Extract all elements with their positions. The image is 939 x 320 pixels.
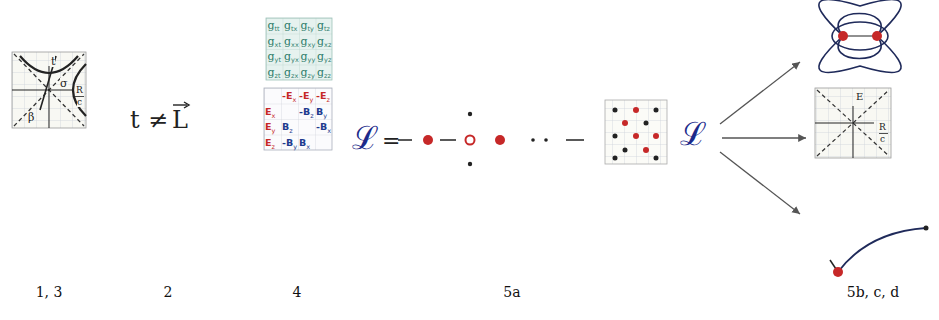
axis-label: σ [60, 78, 68, 89]
axis-label: E [856, 92, 863, 102]
figure-caption: 5a [503, 285, 520, 299]
index-subscript: y [323, 113, 327, 120]
field-component: E [265, 122, 272, 132]
index-subscript: x [327, 128, 331, 135]
metric-component: g [268, 36, 275, 47]
field-component: B [282, 122, 289, 132]
figure-caption: 4 [293, 285, 302, 299]
field-component: -E [316, 91, 326, 101]
branch-arrows [720, 62, 806, 214]
lightcone-panel [815, 88, 891, 158]
index-subscript: yx [291, 57, 299, 64]
index-subscript: tx [291, 26, 297, 33]
index-subscript: z [289, 128, 292, 135]
figure-caption: 2 [164, 285, 173, 299]
index-subscript: z [272, 144, 275, 151]
metric-component: g [301, 36, 308, 47]
metric-component: g [268, 67, 275, 78]
symbol: L [172, 108, 188, 132]
field-component: -E [282, 91, 292, 101]
metric-component: g [284, 51, 291, 62]
index-subscript: tz [324, 26, 330, 33]
field-component: B [316, 107, 323, 117]
figure-caption: 1, 3 [36, 285, 63, 299]
symbol: t [130, 108, 140, 132]
index-subscript: x [292, 97, 296, 104]
metric-component: g [317, 67, 324, 78]
index-subscript: yy [308, 57, 316, 64]
metric-component: g [317, 51, 324, 62]
index-subscript: zy [308, 73, 315, 80]
index-subscript: xt [275, 42, 281, 49]
index-subscript: zz [324, 73, 331, 80]
index-subscript: zt [275, 73, 281, 80]
index-subscript: yt [275, 57, 281, 64]
index-subscript: x [272, 113, 276, 120]
index-subscript: yz [324, 57, 331, 64]
metric-component: g [301, 67, 308, 78]
figure-caption: 5b, c, d [847, 285, 899, 299]
axis-label: R [76, 86, 83, 95]
index-subscript: xy [308, 42, 316, 49]
index-subscript: x [306, 144, 310, 151]
dipole-field [819, 0, 901, 72]
metric-component: g [268, 20, 275, 31]
axis-label: c [880, 135, 885, 144]
index-subscript: xx [291, 42, 299, 49]
index-subscript: ty [308, 26, 314, 33]
lattice-chain [398, 100, 667, 166]
field-component: E [265, 107, 272, 117]
metric-component: g [268, 51, 275, 62]
field-component: E [265, 138, 272, 148]
index-subscript: xz [324, 42, 331, 49]
index-subscript: tt [275, 26, 280, 33]
lagrangian-symbol: ℒ [352, 122, 379, 154]
field-component: -B [299, 107, 310, 117]
field-component: -B [316, 122, 327, 132]
spacetime-panel [12, 52, 86, 128]
index-subscript: z [326, 97, 329, 104]
symbol: = [382, 130, 400, 152]
axis-label: R [879, 123, 886, 132]
tensor-grids [264, 18, 332, 150]
field-component: -E [299, 91, 309, 101]
metric-component: g [317, 20, 324, 31]
metric-component: g [284, 67, 291, 78]
trajectory [830, 226, 929, 278]
axis-label: c [77, 98, 82, 107]
metric-component: g [301, 51, 308, 62]
index-subscript: y [293, 144, 297, 151]
index-subscript: y [309, 97, 313, 104]
index-subscript: zx [291, 73, 298, 80]
metric-component: g [284, 36, 291, 47]
metric-component: g [317, 36, 324, 47]
index-subscript: z [310, 113, 313, 120]
index-subscript: y [272, 128, 276, 135]
lagrangian-symbol: ℒ [680, 118, 707, 150]
symbol: ≠ [148, 108, 168, 132]
field-component: B [299, 138, 306, 148]
metric-component: g [284, 20, 291, 31]
field-component: -B [282, 138, 293, 148]
axis-label: t [51, 56, 55, 67]
metric-component: g [301, 20, 308, 31]
axis-label: β [28, 112, 34, 123]
